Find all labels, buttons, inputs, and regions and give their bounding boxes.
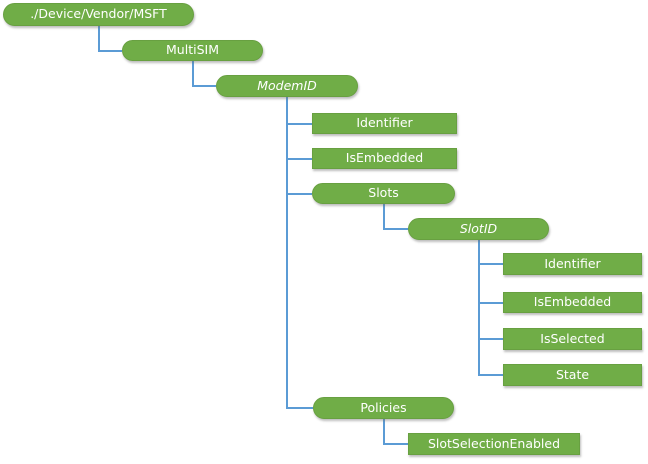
connector-line	[286, 97, 288, 409]
node-slot-isembedded: IsEmbedded	[503, 292, 642, 313]
node-slots: Slots	[312, 183, 455, 204]
connector-line	[383, 204, 385, 230]
connector-line	[383, 443, 408, 445]
node-slotid: SlotID	[408, 218, 549, 240]
node-modem-identifier: Identifier	[312, 113, 457, 134]
connector-line	[286, 123, 312, 125]
node-slot-isselected: IsSelected	[503, 328, 642, 350]
node-root: ./Device/Vendor/MSFT	[3, 3, 194, 26]
node-modemid: ModemID	[216, 75, 358, 97]
connector-line	[286, 158, 312, 160]
connector-line	[478, 302, 503, 304]
node-slotselectionenabled: SlotSelectionEnabled	[408, 433, 580, 455]
connector-line	[478, 263, 503, 265]
node-modem-isembedded: IsEmbedded	[312, 148, 457, 169]
connector-line	[478, 374, 503, 376]
connector-line	[478, 338, 503, 340]
connector-line	[98, 50, 122, 52]
connector-line	[98, 26, 100, 52]
connector-line	[383, 228, 408, 230]
connector-line	[286, 407, 313, 409]
node-slot-state: State	[503, 364, 642, 386]
connector-line	[478, 240, 480, 376]
node-multisim: MultiSIM	[122, 40, 263, 61]
connector-line	[192, 61, 194, 87]
node-policies: Policies	[313, 397, 454, 419]
connector-line	[192, 85, 216, 87]
node-slot-identifier: Identifier	[503, 253, 642, 275]
connector-line	[286, 193, 312, 195]
connector-line	[383, 419, 385, 445]
